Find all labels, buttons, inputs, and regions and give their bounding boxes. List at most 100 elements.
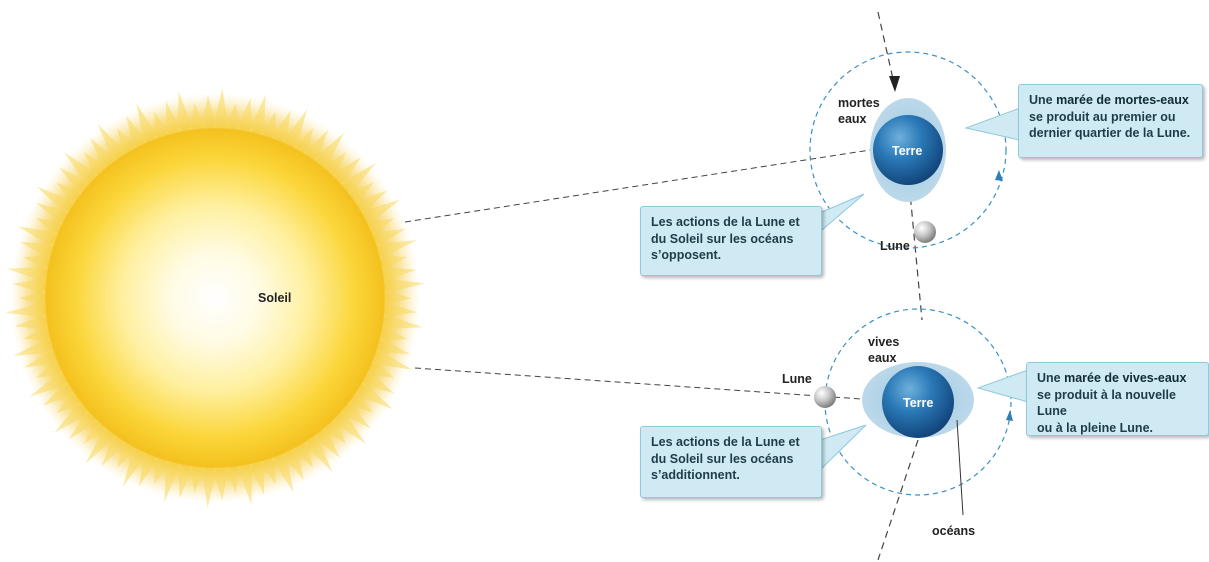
sun-ray	[189, 466, 205, 493]
spring-callout-line3: ou à la pleine Lune.	[1037, 420, 1153, 435]
moon-orbit-top	[809, 51, 1007, 249]
sun-ray	[90, 138, 117, 169]
sun-ray	[379, 325, 407, 341]
sun-ray	[303, 129, 329, 162]
earth-top	[873, 115, 943, 185]
sun-ray	[13, 337, 54, 356]
sun-to-earth-bottom-line	[414, 367, 906, 403]
sun-ray	[69, 410, 99, 439]
sun-ray	[379, 255, 407, 271]
sun-ray	[293, 441, 313, 468]
sun-ray	[383, 278, 425, 294]
sun-ray	[282, 447, 304, 481]
neap-tide-label-line2: eaux	[838, 112, 867, 127]
orbit-arrow-bottom	[1006, 410, 1013, 421]
sun-ray	[101, 434, 127, 467]
sun-ray	[382, 266, 416, 282]
sun-ray	[23, 255, 51, 271]
earth-bottom	[882, 366, 954, 438]
sun-ray	[237, 98, 252, 133]
neap-callout-prefix: Une	[1029, 93, 1057, 107]
sun-ray	[54, 401, 90, 433]
sun-ray	[201, 95, 217, 129]
sun-ray	[331, 410, 367, 444]
sun-ray	[323, 152, 347, 177]
earth-top-label: Terre	[892, 144, 923, 158]
neap-tide-label: mortes eaux	[838, 95, 880, 128]
sun-ray	[282, 109, 308, 149]
spring-callout-line2: se produit à la nouvelle Lune	[1037, 387, 1176, 419]
neap-tide-callout: Une marée de mortes-eaux se produit au p…	[1018, 84, 1203, 158]
sun-ray	[213, 467, 229, 501]
sun-corona	[5, 88, 425, 508]
sun-ray	[29, 371, 69, 397]
sun-ray	[384, 290, 411, 306]
sun-ray	[340, 163, 376, 195]
sun-ray	[23, 325, 51, 341]
sun-ray	[83, 152, 107, 177]
sun-ray	[24, 348, 58, 368]
sun-ray	[361, 199, 401, 225]
sun-ray	[83, 419, 107, 444]
moon-top	[914, 221, 936, 243]
spring-addition-line1: Les actions de la Lune et	[651, 435, 800, 449]
sun-ray	[347, 182, 374, 205]
sun-ray	[139, 452, 159, 487]
sun-ray	[303, 434, 333, 473]
oceans-label: océans	[932, 524, 976, 538]
neap-opposition-line3: s’opposent.	[651, 248, 722, 262]
sun-ray	[14, 314, 48, 330]
sun-ray	[347, 391, 374, 414]
spring-tide-label: vives eaux	[868, 334, 899, 367]
sun-ray	[178, 91, 193, 133]
neap-opposition-line2: du Soleil sur les océans	[651, 231, 794, 246]
spring-addition-callout: Les actions de la Lune et du Soleil sur …	[640, 426, 822, 498]
sun-ray	[331, 157, 361, 186]
sun-ray	[313, 427, 340, 458]
sun-ray	[165, 101, 182, 136]
sun-ray	[367, 360, 395, 378]
sun-ray	[201, 467, 217, 508]
sun-ray	[154, 457, 170, 485]
sun-ray	[19, 242, 54, 259]
sun-ray	[85, 427, 117, 464]
sun-ray	[237, 463, 252, 505]
sun-ray	[17, 226, 58, 248]
callout-tail-spring-left	[819, 424, 867, 472]
sun-ray	[136, 103, 159, 144]
sun-ray	[293, 128, 313, 155]
sun-ray	[35, 202, 69, 225]
moon-bottom	[814, 386, 836, 408]
oceans-pointer-line	[956, 419, 964, 516]
sun-ray	[376, 240, 417, 259]
callout-tail-spring-right	[976, 369, 1029, 403]
spring-addition-line2: du Soleil sur les océans	[651, 451, 794, 466]
sun-ray	[260, 457, 276, 485]
sun-ray	[117, 441, 137, 468]
spring-callout-emphasis: marée de vives-eaux	[1064, 371, 1187, 385]
spring-tide-label-line1: vives	[868, 335, 900, 349]
orbit-arrow-top	[995, 170, 1003, 181]
sun-rays	[10, 93, 420, 503]
neap-callout-emphasis: marée de mortes-eaux	[1056, 93, 1189, 107]
sun-ray	[213, 88, 229, 129]
neap-callout-line3: dernier quartier de la Lune.	[1029, 126, 1191, 140]
sun-ray	[355, 190, 388, 215]
sun-ray	[383, 302, 418, 318]
sun-ray	[313, 132, 345, 169]
sun-ray	[36, 186, 75, 215]
sun-ray	[376, 337, 411, 354]
neap-opposition-line1: Les actions de la Lune et	[651, 215, 800, 229]
sun-ray	[382, 314, 423, 330]
spring-addition-line3: s’additionnent.	[651, 468, 740, 482]
alignment-axis-top	[877, 11, 896, 89]
axis-arrowhead	[889, 76, 900, 92]
sun-ray	[372, 348, 413, 370]
sun-ray	[117, 128, 137, 155]
sun-ray	[19, 290, 46, 306]
sun-ray	[367, 218, 395, 236]
sun-ray	[260, 111, 276, 139]
sun-ray	[248, 460, 265, 495]
callout-tail-neap-right	[964, 107, 1021, 141]
earth-bottom-label: Terre	[903, 396, 934, 410]
